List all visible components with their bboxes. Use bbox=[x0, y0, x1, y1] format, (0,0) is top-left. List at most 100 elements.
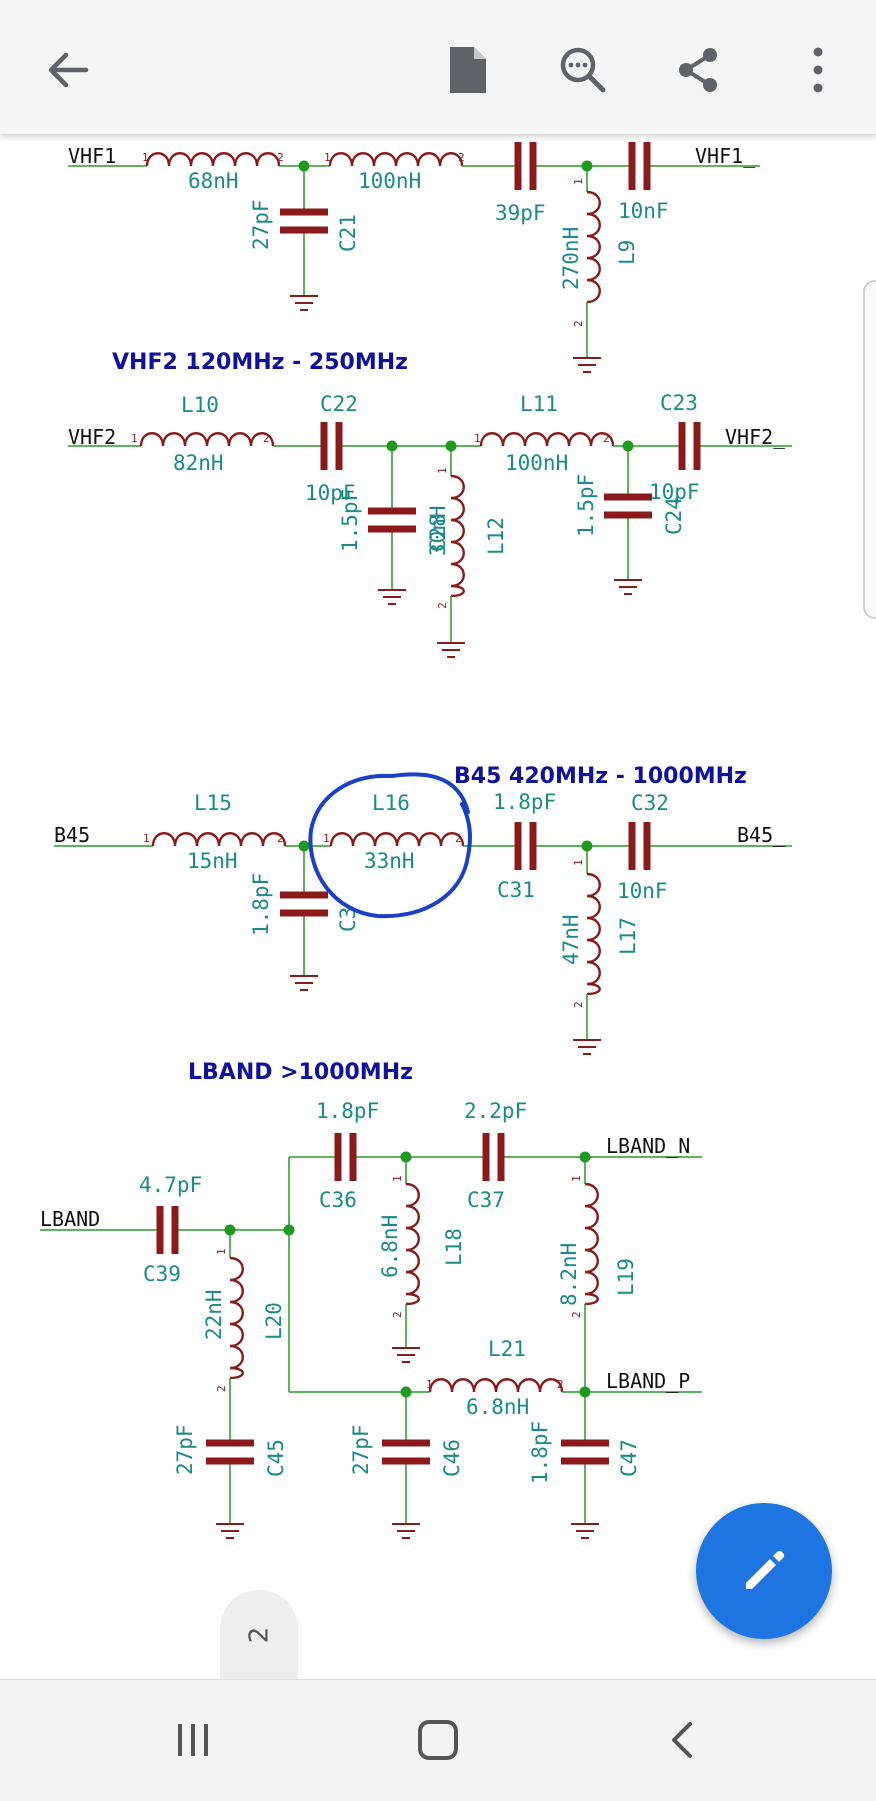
component-value: 39pF bbox=[495, 201, 546, 225]
component-value: 100nH bbox=[505, 451, 568, 475]
recents-button[interactable] bbox=[148, 1700, 238, 1780]
chevron-left-icon bbox=[672, 1722, 692, 1758]
net-label: VHF2 bbox=[68, 425, 116, 449]
page-number: 2 bbox=[243, 1626, 274, 1644]
component-value: 8.2nH bbox=[557, 1243, 581, 1306]
pin-number: 2 bbox=[572, 1001, 585, 1008]
net-label: LBAND bbox=[40, 1207, 100, 1231]
component-value: 1.8pF bbox=[493, 790, 556, 814]
pin-number: 1 bbox=[572, 178, 585, 185]
component-value: 47nH bbox=[559, 914, 583, 965]
document-icon bbox=[450, 47, 486, 93]
vhf1-filter: VHF1 VHF1_ 1 2 1 2 68nH 100nH 39pF 10nF … bbox=[68, 142, 760, 373]
component-ref: L19 bbox=[614, 1258, 638, 1296]
more-options-button[interactable] bbox=[778, 30, 858, 110]
search-button[interactable] bbox=[543, 30, 623, 110]
component-value: 33nH bbox=[364, 849, 415, 873]
pencil-icon bbox=[746, 1550, 785, 1589]
component-value: 100nH bbox=[358, 169, 421, 193]
component-value: 270nH bbox=[559, 227, 583, 290]
pin-number: 1 bbox=[572, 859, 585, 866]
pin-number: 1 bbox=[436, 467, 449, 474]
pin-number: 1 bbox=[391, 1175, 404, 1182]
component-ref: L10 bbox=[181, 393, 219, 417]
pin-number: 1 bbox=[131, 432, 138, 445]
pin-number: 2 bbox=[436, 602, 449, 609]
pin-number: 1 bbox=[324, 151, 331, 164]
component-value: 22nH bbox=[202, 1289, 226, 1340]
pin-number: 2 bbox=[263, 432, 270, 445]
net-label: VHF1 bbox=[68, 144, 116, 168]
component-value: 27pF bbox=[173, 1424, 197, 1475]
pin-number: 2 bbox=[215, 1385, 228, 1392]
component-ref: C22 bbox=[320, 392, 358, 416]
fast-scroll-handle[interactable] bbox=[863, 280, 876, 619]
component-ref: C39 bbox=[143, 1262, 181, 1286]
component-ref: C37 bbox=[467, 1188, 505, 1212]
component-value: 6.8nH bbox=[466, 1395, 529, 1419]
recents-icon bbox=[178, 1724, 208, 1756]
home-icon bbox=[418, 1720, 458, 1760]
component-value: 68nH bbox=[188, 169, 239, 193]
component-value: 15nH bbox=[187, 849, 238, 873]
component-ref: L21 bbox=[488, 1337, 526, 1361]
component-value: 10nF bbox=[617, 879, 668, 903]
component-value: 2.2pF bbox=[464, 1099, 527, 1123]
component-value: 82nH bbox=[173, 451, 224, 475]
document-button[interactable] bbox=[428, 30, 508, 110]
pin-number: 2 bbox=[277, 151, 284, 164]
pin-number: 2 bbox=[557, 1378, 564, 1391]
home-button[interactable] bbox=[393, 1700, 483, 1780]
schematic-drawing: VHF1 VHF1_ 1 2 1 2 68nH 100nH 39pF 10nF … bbox=[40, 142, 792, 1539]
pin-number: 1 bbox=[474, 432, 481, 445]
net-label: VHF1_ bbox=[695, 144, 756, 168]
system-navigation-bar bbox=[0, 1679, 876, 1801]
pin-number: 1 bbox=[570, 1175, 583, 1182]
component-ref: C28 bbox=[426, 514, 450, 552]
section-title: LBAND >1000MHz bbox=[188, 1060, 413, 1085]
net-label: LBAND_P bbox=[606, 1369, 690, 1393]
component-ref: L16 bbox=[372, 791, 410, 815]
component-ref: L15 bbox=[194, 791, 232, 815]
pin-number: 1 bbox=[142, 151, 149, 164]
pin-number: 1 bbox=[215, 1248, 228, 1255]
pin-number: 1 bbox=[426, 1378, 433, 1391]
net-label: VHF2_ bbox=[725, 425, 786, 449]
edit-fab-button[interactable] bbox=[696, 1503, 832, 1639]
pin-number: 1 bbox=[323, 832, 330, 845]
vhf2-filter: VHF2 120MHz - 250MHz VHF2 VHF2_ 1 2 1 2 … bbox=[68, 350, 792, 658]
top-app-bar bbox=[0, 0, 876, 134]
component-ref: C23 bbox=[660, 391, 698, 415]
pin-number: 2 bbox=[572, 320, 585, 327]
share-icon bbox=[679, 48, 717, 92]
component-ref: C45 bbox=[264, 1439, 288, 1477]
component-value: 1.5pF bbox=[574, 474, 598, 537]
net-label: B45_ bbox=[737, 823, 786, 847]
net-label: LBAND_N bbox=[606, 1134, 690, 1158]
component-ref: L17 bbox=[616, 917, 640, 955]
more-vertical-icon bbox=[813, 47, 823, 93]
component-ref: C32 bbox=[631, 791, 669, 815]
component-value: 1.8pF bbox=[316, 1099, 379, 1123]
pin-number: 2 bbox=[570, 1311, 583, 1318]
component-value: 1.8pF bbox=[528, 1421, 552, 1484]
net-label: B45 bbox=[54, 823, 90, 847]
component-value: 1.5pF bbox=[338, 489, 362, 552]
component-value: 10nF bbox=[618, 199, 669, 223]
pin-number: 2 bbox=[458, 151, 465, 164]
back-button[interactable] bbox=[28, 30, 108, 110]
schematic-viewer[interactable]: VHF1 VHF1_ 1 2 1 2 68nH 100nH 39pF 10nF … bbox=[0, 134, 876, 1679]
component-ref: L20 bbox=[262, 1302, 286, 1340]
component-value: 6.8nH bbox=[378, 1215, 402, 1278]
component-ref: L11 bbox=[520, 392, 558, 416]
component-ref: C46 bbox=[440, 1439, 464, 1477]
component-value: 10pF bbox=[305, 481, 356, 505]
section-title: B45 420MHz - 1000MHz bbox=[454, 764, 747, 789]
handwritten-circle-annotation bbox=[308, 772, 472, 919]
pin-number: 2 bbox=[391, 1311, 404, 1318]
share-button[interactable] bbox=[658, 30, 738, 110]
component-value: 30nH bbox=[426, 505, 450, 556]
component-ref: C47 bbox=[617, 1439, 641, 1477]
nav-back-button[interactable] bbox=[637, 1700, 727, 1780]
section-title: VHF2 120MHz - 250MHz bbox=[112, 350, 408, 375]
